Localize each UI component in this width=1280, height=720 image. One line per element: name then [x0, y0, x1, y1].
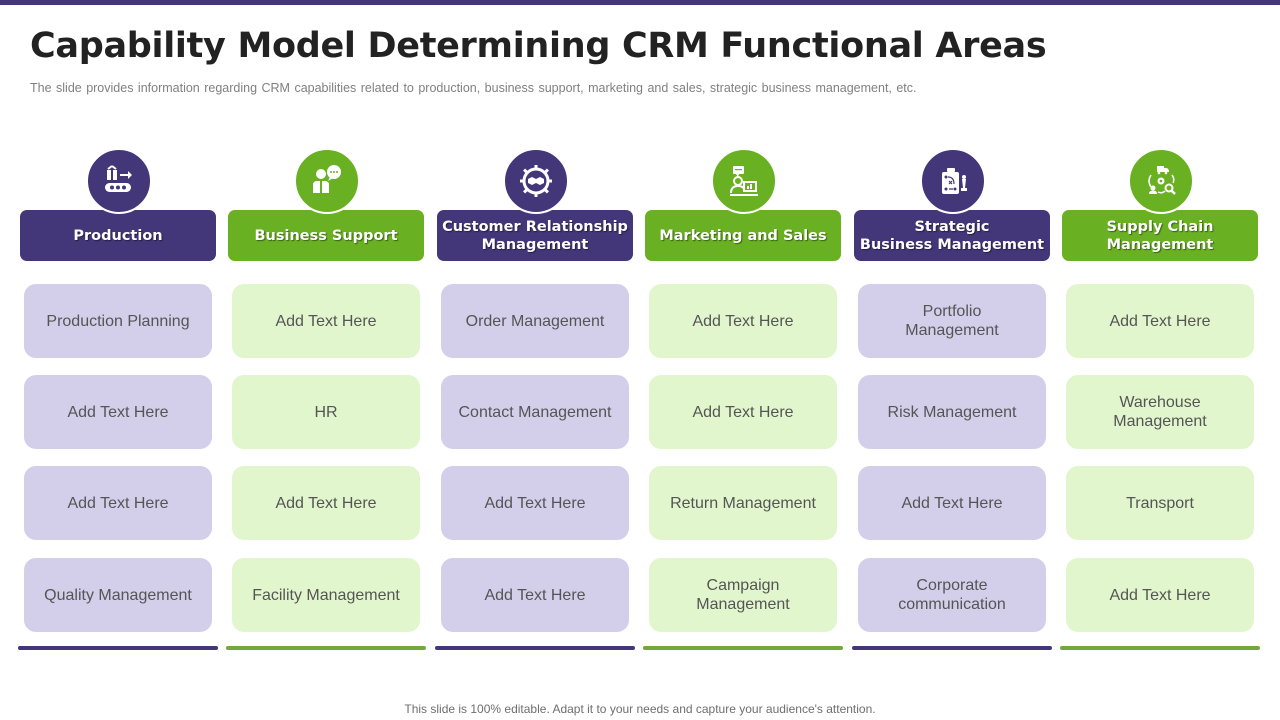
presenter-chart-icon: [730, 166, 758, 196]
icon-badge: [1128, 148, 1194, 214]
cell-production-1: Production Planning: [24, 284, 212, 358]
cell-strategic-business-1: Portfolio Management: [858, 284, 1046, 358]
cell-marketing-sales-1: Add Text Here: [649, 284, 837, 358]
cell-business-support-3: Add Text Here: [232, 466, 420, 540]
cell-supply-chain-3: Transport: [1066, 466, 1254, 540]
icon-badge: [920, 148, 986, 214]
column-underline: [18, 646, 218, 650]
strategy-briefcase-chess-icon: [942, 168, 967, 194]
header-marketing-sales: Marketing and Sales: [645, 210, 841, 261]
conveyor-belt-icon: [105, 165, 132, 192]
slide-subtitle: The slide provides information regarding…: [30, 81, 917, 95]
cell-strategic-business-2: Risk Management: [858, 375, 1046, 449]
cell-production-3: Add Text Here: [24, 466, 212, 540]
cell-supply-chain-2: Warehouse Management: [1066, 375, 1254, 449]
header-production: Production: [20, 210, 216, 261]
header-crm: Customer Relationship Management: [437, 210, 633, 261]
supply-chain-cycle-icon: [1148, 166, 1176, 195]
cell-supply-chain-1: Add Text Here: [1066, 284, 1254, 358]
cell-production-4: Quality Management: [24, 558, 212, 632]
column-underline: [226, 646, 426, 650]
cell-crm-3: Add Text Here: [441, 466, 629, 540]
top-accent-bar: [0, 0, 1280, 5]
cell-crm-1: Order Management: [441, 284, 629, 358]
cell-business-support-2: HR: [232, 375, 420, 449]
footer-note: This slide is 100% editable. Adapt it to…: [404, 702, 876, 716]
cell-crm-4: Add Text Here: [441, 558, 629, 632]
cell-strategic-business-3: Add Text Here: [858, 466, 1046, 540]
cell-supply-chain-4: Add Text Here: [1066, 558, 1254, 632]
column-underline: [852, 646, 1052, 650]
column-underline: [643, 646, 843, 650]
column-underline: [1060, 646, 1260, 650]
icon-badge: [503, 148, 569, 214]
icon-badge: [711, 148, 777, 214]
cell-business-support-1: Add Text Here: [232, 284, 420, 358]
icon-badge: [86, 148, 152, 214]
slide-title: Capability Model Determining CRM Functio…: [30, 26, 1047, 66]
support-person-chat-icon: [313, 165, 341, 193]
column-underline: [435, 646, 635, 650]
cell-marketing-sales-2: Add Text Here: [649, 375, 837, 449]
icon-badge: [294, 148, 360, 214]
cell-strategic-business-4: Corporate communication: [858, 558, 1046, 632]
cell-marketing-sales-3: Return Management: [649, 466, 837, 540]
cell-crm-2: Contact Management: [441, 375, 629, 449]
header-business-support: Business Support: [228, 210, 424, 261]
cell-production-2: Add Text Here: [24, 375, 212, 449]
handshake-gear-icon: [520, 165, 552, 197]
cell-marketing-sales-4: Campaign Management: [649, 558, 837, 632]
cell-business-support-4: Facility Management: [232, 558, 420, 632]
header-strategic-business: Strategic Business Management: [854, 210, 1050, 261]
header-supply-chain: Supply Chain Management: [1062, 210, 1258, 261]
